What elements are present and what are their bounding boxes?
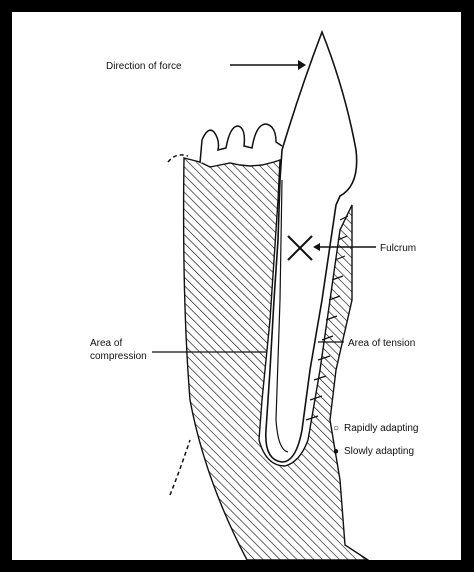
lower-dashed-outline (170, 440, 190, 495)
fulcrum-label: Fulcrum (380, 243, 416, 254)
rapidly-adapting-symbol: ○ (333, 423, 339, 434)
slowly-adapting-label: Slowly adapting (344, 446, 414, 457)
slowly-adapting-symbol: ● (333, 446, 339, 457)
papillae (200, 124, 282, 163)
direction-of-force-label: Direction of force (106, 61, 182, 72)
compression-label-line1: Area of (90, 338, 122, 349)
force-arrowhead (298, 60, 306, 70)
compression-label-line2: compression (90, 351, 147, 362)
tension-label: Area of tension (348, 338, 415, 349)
rapidly-adapting-label: Rapidly adapting (344, 423, 419, 434)
